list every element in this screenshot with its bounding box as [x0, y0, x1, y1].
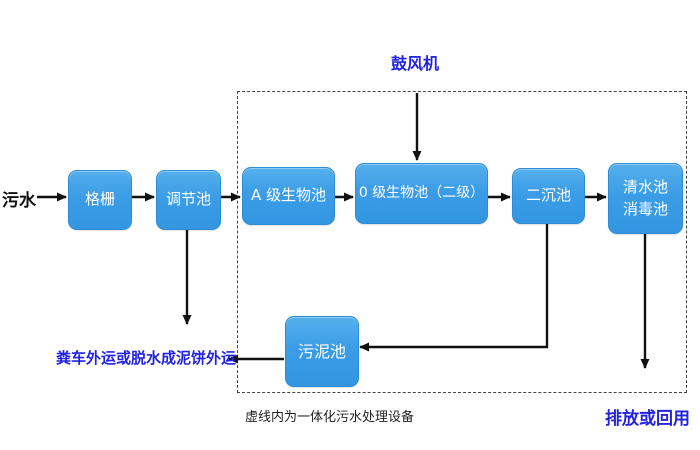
node-secondary-sedimentation-tank: 二沉池 [512, 168, 585, 224]
node-sludge-tank: 污泥池 [285, 316, 359, 387]
wastewater-source-label: 污水 [2, 191, 36, 211]
sludge-disposal-label: 粪车外运或脱水成泥饼外运 [56, 349, 237, 367]
dashed-box-caption: 虚线内为一体化污水处理设备 [245, 410, 415, 425]
node-o-bio-tank: 0 级生物池（二级） [355, 163, 488, 224]
blower-label: 鼓风机 [391, 54, 440, 73]
node-regulating-tank: 调节池 [156, 170, 221, 230]
discharge-reuse-label: 排放或回用 [605, 409, 690, 429]
node-a-bio-tank: A 级生物池 [242, 167, 335, 225]
node-clear-water-disinfection-tank: 清水池 消毒池 [608, 163, 683, 234]
node-grid: 格栅 [68, 170, 132, 230]
integrated-equipment-dashed-boundary [237, 91, 687, 393]
